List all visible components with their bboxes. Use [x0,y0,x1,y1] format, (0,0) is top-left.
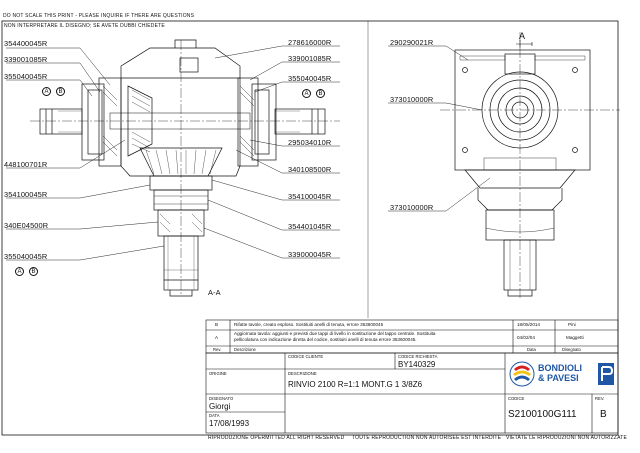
part-number: 340E04500R [4,221,49,230]
code-label: CODICE [508,396,525,401]
logo-text-line2: & PAVESI [538,373,579,383]
part-number: 354100045R [288,192,332,201]
part-number: 290290021R [390,38,434,47]
part-number: 295034010R [288,138,332,147]
marker-a: A [302,89,311,98]
header-warning-it: NON INTERPRETARE IL DISEGNO; SE AVETE DU… [4,23,165,29]
drawing-rev: B [600,409,607,420]
revision-description: Aggiornata tavola: aggiunti e previsti d… [234,331,436,336]
part-number: 354401045R [288,222,332,231]
revision-date: 04/02/04 [517,335,535,340]
revision-designer: Maggetti [566,335,584,340]
part-number: 340108500R [288,165,332,174]
revision-header-desc: Descrizione [234,347,256,352]
section-label: A-A [208,288,221,297]
part-number: 373010000R [390,95,434,104]
logo-text-line1: BONDIOLI [538,363,582,373]
revision-header-rev: Rev. [213,347,222,352]
revision-designer: Pini [568,322,576,327]
marker-a: A [15,267,24,276]
request-code-label: CODICE RICHIESTA [398,354,438,359]
part-number: 339001085R [4,55,48,64]
section-view-drawing [6,39,340,297]
date-label: DATA [209,413,220,418]
part-number: 339000045R [288,250,332,259]
revision-description: Rifatte tavole, creato esploso. Sostitui… [234,322,384,327]
part-number: 355040045R [288,74,332,83]
revision-date: 18/05/2014 [517,322,540,327]
part-number: 355040045R [4,72,48,81]
part-number: 354100045R [4,190,48,199]
drawing-code: S2100100G111 [508,409,577,420]
designer-label: DISEGNATO [209,396,234,401]
description-label: DESCRIZIONE [288,371,317,376]
marker-a: A [42,87,51,96]
side-view-drawing [388,32,620,300]
rev-label: REV. [595,396,605,401]
section-marker: A [519,31,526,41]
footer-left: RIPRODUZIONE OPERMITTED ALL RIGHT RESERV… [208,435,345,441]
marker-b: B [316,89,325,98]
revision-id: A [215,335,219,340]
title-block-lines [205,319,619,434]
revision-header-date: Data [527,347,536,352]
part-number: 339001085R [288,54,332,63]
header-warning-en: DO NOT SCALE THIS PRINT - PLEASE INQUIRE… [3,13,195,19]
logo-mark-icon [509,361,614,387]
origin-label: ORIGINE [209,371,227,376]
drawing-date: 17/08/1993 [209,419,250,428]
part-number: 448100701R [4,160,48,169]
revision-id: B [215,322,219,327]
designer: Giorgi [209,402,231,411]
footer-center: TOUTE REPRODUCTION NON AUTORISEE EST INT… [352,435,502,441]
part-number: 278616000R [288,38,332,47]
customer-code-label: CODICE CLIENTE [288,354,324,359]
revision-header-designer: Disegnato [562,347,581,352]
part-number: 354400045R [4,39,48,48]
company-logo: BONDIOLI & PAVESI [508,357,616,391]
description: RINVIO 2100 R=1:1 MONT.G 1 3/8Z6 [288,380,423,389]
request-code: BY140329 [398,360,436,369]
marker-b: B [56,87,65,96]
revision-description-cont: pellicolatura con indicazione diretta de… [234,337,417,342]
footer-right: VIETATE LE RIPRODUZIONI NON AUTORIZZATE [506,435,628,441]
part-number: 373010000R [390,203,434,212]
part-number: 355040045R [4,252,48,261]
marker-b: B [29,267,38,276]
